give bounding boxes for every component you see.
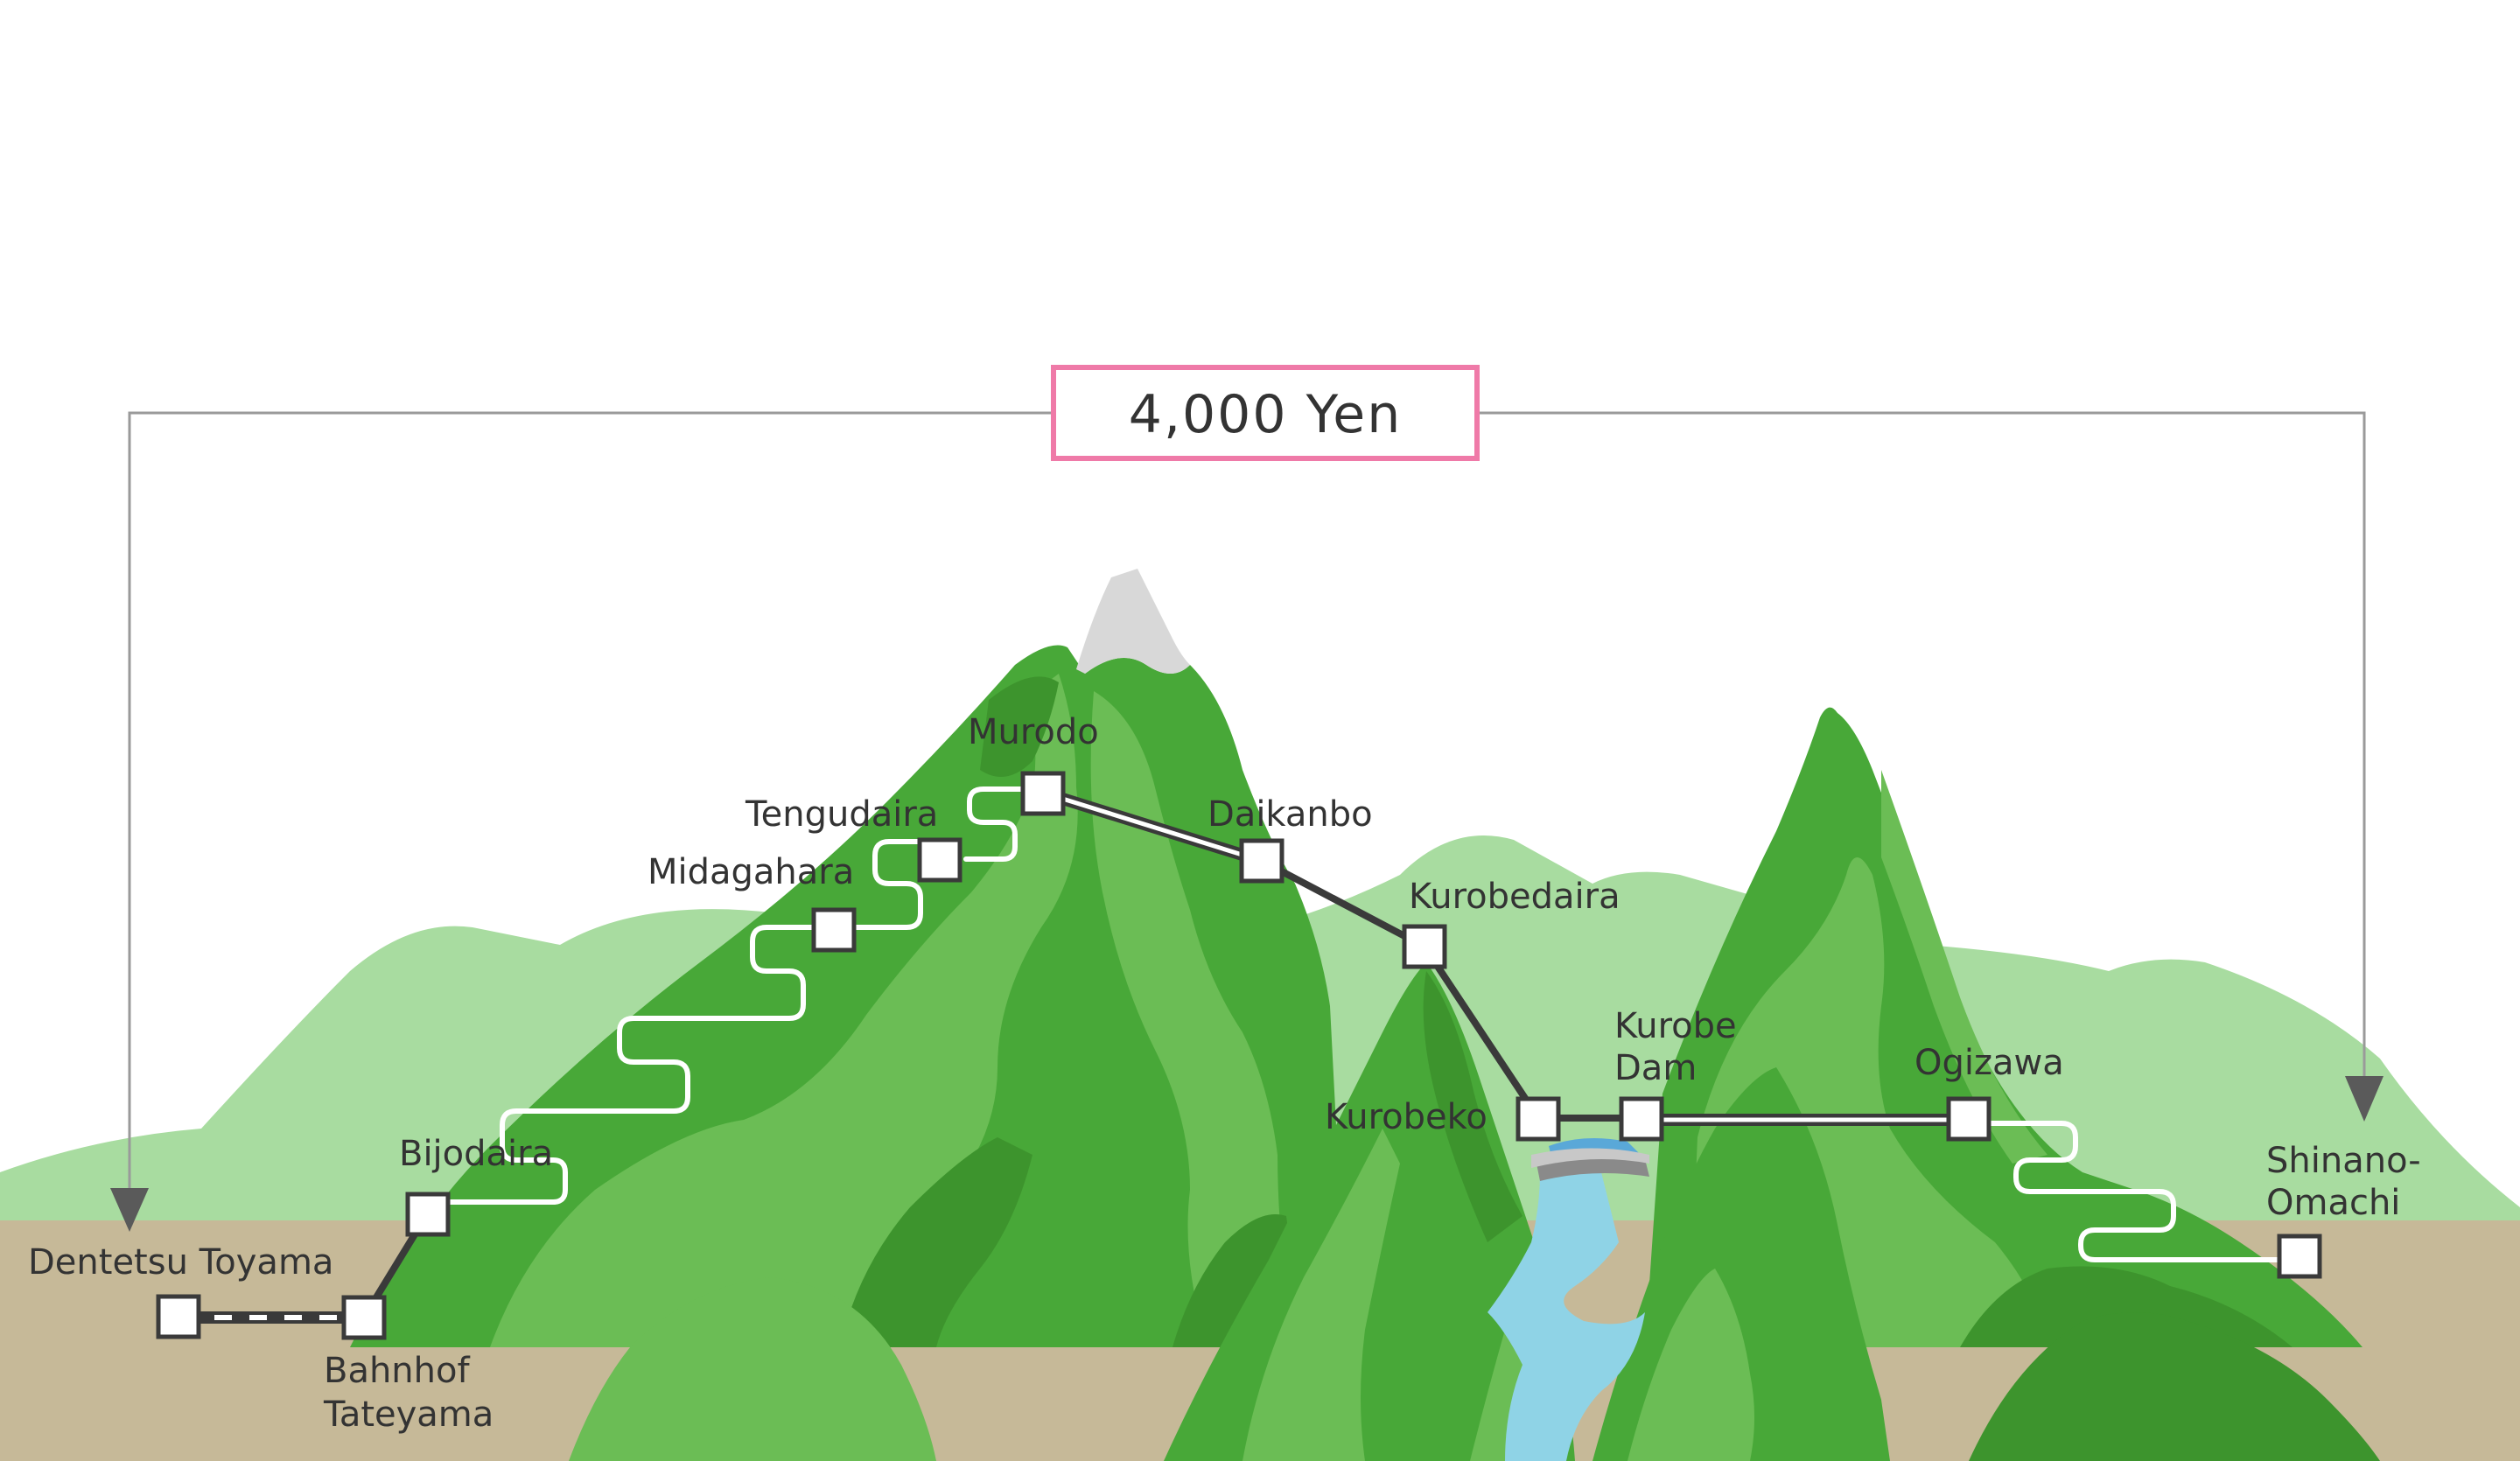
station-kurobeko[interactable] (1516, 1096, 1561, 1142)
label-kurobe-dam-line2: Dam (1614, 1048, 1697, 1088)
label-bijodaira: Bijodaira (399, 1134, 553, 1174)
label-bahnhof-tateyama-line2: Tateyama (323, 1395, 494, 1435)
price-label: 4,000 Yen (1129, 384, 1402, 445)
right-front-mountain (1969, 1312, 2380, 1461)
label-shinano-omachi-line1: Shinano- (2266, 1141, 2421, 1181)
station-daikanbo[interactable] (1239, 838, 1284, 884)
price-bracket (128, 411, 2366, 1190)
bracket-arrow-right (2345, 1076, 2384, 1122)
station-tengudaira[interactable] (917, 837, 962, 883)
bus-road-upper-white (830, 786, 1046, 930)
kurobe-river (1488, 1168, 1645, 1461)
label-kurobe-dam-line1: Kurobe (1614, 1006, 1737, 1046)
label-tengudaira: Tengudaira (745, 794, 938, 835)
station-bijodaira[interactable] (405, 1192, 451, 1237)
dam-right-slope (1592, 1067, 1890, 1461)
station-dentetsu-toyama[interactable] (156, 1294, 201, 1339)
label-daikanbo: Daikanbo (1208, 794, 1373, 835)
station-markers (156, 771, 2322, 1340)
station-bahnhof-tateyama[interactable] (341, 1295, 387, 1340)
bus-road-bijodaira-murodo-white (424, 925, 836, 1205)
cablecar-kurobedaira-kurobeko (1421, 944, 1542, 1121)
label-midagahara: Midagahara (648, 852, 854, 892)
main-mountain (350, 645, 1348, 1347)
label-kurobeko: Kurobeko (1325, 1097, 1488, 1137)
bus-road-ogizawa-omachi (1966, 1121, 2302, 1262)
kurobe-dam-structure (1531, 1138, 1649, 1181)
label-murodo: Murodo (968, 712, 1099, 752)
label-dentetsu-toyama: Dentetsu Toyama (28, 1242, 333, 1283)
label-kurobedaira: Kurobedaira (1409, 877, 1620, 917)
front-left-hills (569, 1277, 936, 1461)
station-labels: Dentetsu Toyama Bahnhof Tateyama Bijodai… (28, 712, 2421, 1435)
label-shinano-omachi-line2: Omachi (2266, 1183, 2400, 1223)
station-shinano-omachi[interactable] (2277, 1234, 2322, 1279)
ropeway-daikanbo-kurobedaira (1260, 857, 1426, 950)
snow-cap (1076, 569, 1190, 674)
station-kurobe-dam[interactable] (1619, 1096, 1664, 1142)
label-bahnhof-tateyama-line1: Bahnhof (324, 1351, 470, 1391)
station-midagahara[interactable] (811, 907, 857, 953)
station-kurobedaira[interactable] (1402, 924, 1447, 969)
bracket-arrow-left (110, 1188, 149, 1232)
station-ogizawa[interactable] (1946, 1096, 1992, 1142)
price-box (1051, 365, 1480, 461)
station-murodo[interactable] (1020, 771, 1066, 816)
trolleybus-murodo-daikanbo-inner (1042, 790, 1263, 863)
label-ogizawa: Ogizawa (1914, 1043, 2064, 1083)
